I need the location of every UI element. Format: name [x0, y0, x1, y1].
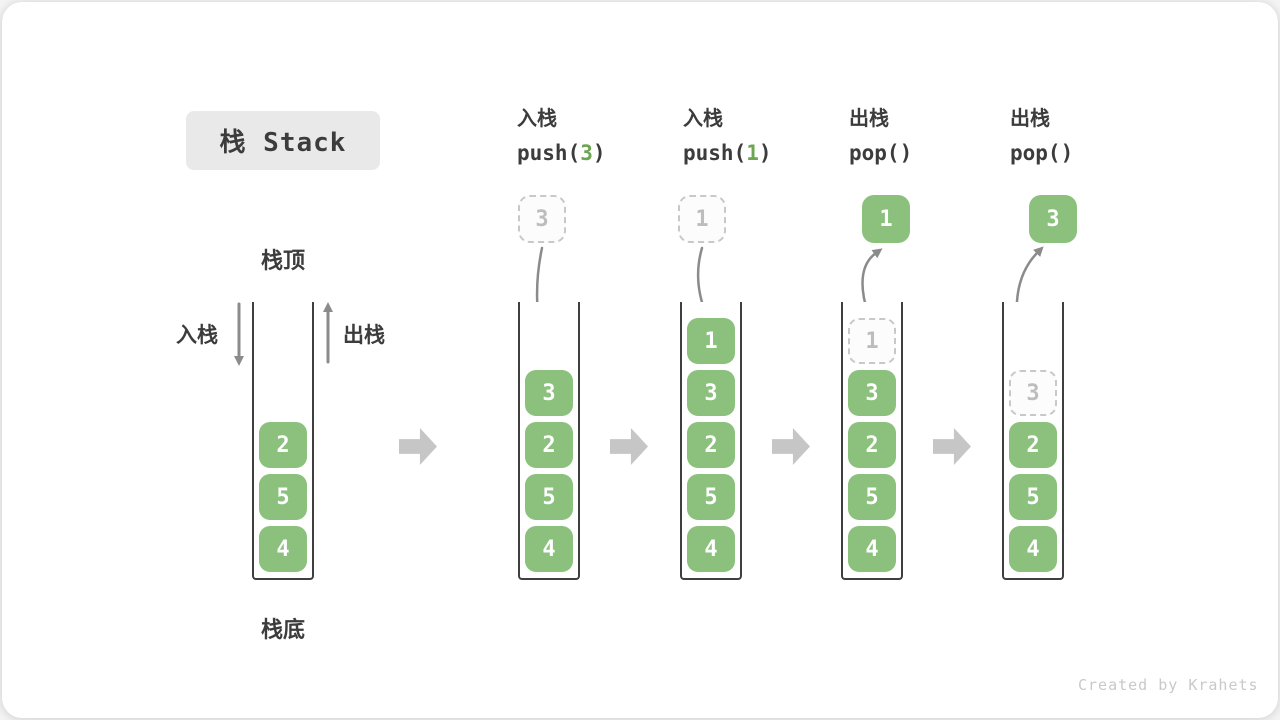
stack-cell: 4: [259, 526, 307, 572]
stack-cell: 2: [848, 422, 896, 468]
code-pre: pop(: [1010, 141, 1061, 165]
stack-cell: 2: [687, 422, 735, 468]
floating-element-popped: 3: [1029, 195, 1077, 243]
stack-state-after-pop-3: 3 2 5 4: [1002, 302, 1064, 580]
code-arg: 3: [580, 141, 593, 165]
stack-bottom-label: 栈底: [260, 618, 305, 643]
transition-arrow-icon: [610, 428, 648, 465]
stack-cell: 4: [848, 526, 896, 572]
stack-cell: 4: [1009, 526, 1057, 572]
code-pre: push(: [517, 141, 581, 165]
operation-label: 入栈: [683, 106, 723, 130]
stack-state-after-push-3: 3 2 5 4: [518, 302, 580, 580]
operation-label: 出栈: [1010, 106, 1050, 130]
stack-state-initial: 2 5 4: [252, 302, 314, 580]
stack-state-after-pop-1: 1 3 2 5 4: [841, 302, 903, 580]
transition-arrow-icon: [399, 428, 437, 465]
operation-header-pop-2: 出栈 pop(): [1010, 106, 1180, 165]
stack-cell: 5: [259, 474, 307, 520]
stack-top-label: 栈顶: [260, 249, 305, 274]
stack-cell: 3: [687, 370, 735, 416]
operation-header-pop-1: 出栈 pop(): [849, 106, 1019, 165]
stack-cell: 5: [848, 474, 896, 520]
stack-cell: 1: [687, 318, 735, 364]
transition-arrow-icon: [772, 428, 810, 465]
stack-cell: 5: [525, 474, 573, 520]
stack-cell: 4: [525, 526, 573, 572]
code-pre: pop(: [849, 141, 900, 165]
floating-element-ghost: 3: [518, 195, 566, 243]
stack-cell: 4: [687, 526, 735, 572]
watermark: Created by Krahets: [1078, 676, 1259, 694]
stack-cell: 2: [1009, 422, 1057, 468]
code-arg: 1: [746, 141, 759, 165]
operation-code: push(3): [517, 141, 687, 165]
push-label: 入栈: [176, 323, 218, 347]
diagram-title: 栈 Stack: [186, 111, 380, 170]
code-post: ): [899, 141, 913, 165]
code-post: ): [758, 141, 772, 165]
floating-element-popped: 1: [862, 195, 910, 243]
stack-cell: 5: [1009, 474, 1057, 520]
stack-state-after-push-1: 1 3 2 5 4: [680, 302, 742, 580]
stack-cell: 2: [525, 422, 573, 468]
operation-label: 入栈: [517, 106, 557, 130]
stack-cell-ghost: 1: [848, 318, 896, 364]
transition-arrow-icon: [933, 428, 971, 465]
pop-label: 出栈: [343, 323, 385, 347]
stack-cell: 5: [687, 474, 735, 520]
operation-label: 出栈: [849, 106, 889, 130]
code-post: ): [1060, 141, 1074, 165]
stack-cell: 3: [848, 370, 896, 416]
operation-code: pop(): [849, 141, 1019, 165]
code-post: ): [592, 141, 606, 165]
operation-code: pop(): [1010, 141, 1180, 165]
stack-cell: 3: [525, 370, 573, 416]
operation-header-push-3: 入栈 push(3): [517, 106, 687, 165]
floating-element-ghost: 1: [678, 195, 726, 243]
stack-cell-ghost: 3: [1009, 370, 1057, 416]
operation-header-push-1: 入栈 push(1): [683, 106, 853, 165]
stack-cell: 2: [259, 422, 307, 468]
operation-code: push(1): [683, 141, 853, 165]
code-pre: push(: [683, 141, 747, 165]
